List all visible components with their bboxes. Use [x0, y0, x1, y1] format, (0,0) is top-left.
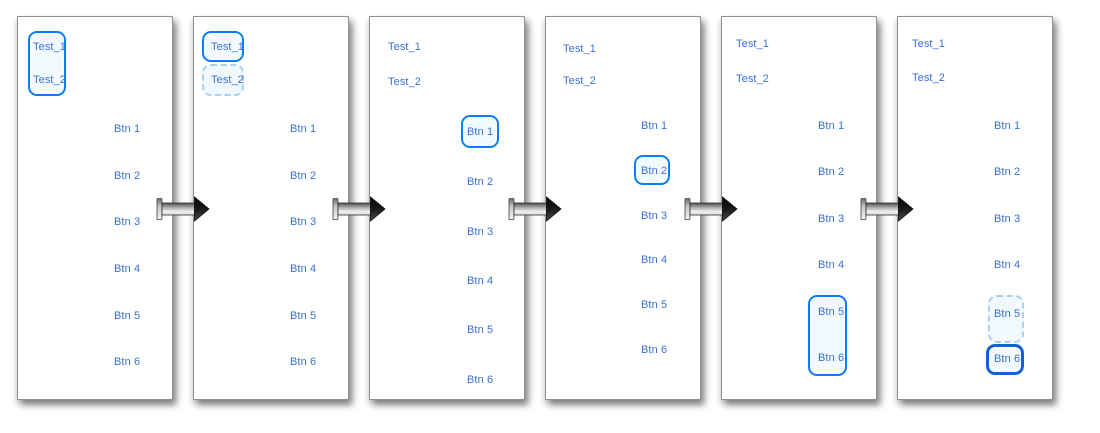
button-label-2: Btn 2 [290, 170, 317, 182]
button-label-1: Btn 1 [290, 123, 317, 135]
button-label-4: Btn 4 [818, 259, 845, 271]
button-label-5: Btn 5 [467, 324, 494, 336]
focus-ring-group-btn5-btn6 [808, 295, 847, 376]
focus-ring-btn6 [986, 344, 1024, 375]
button-label-6: Btn 6 [641, 344, 668, 356]
button-label-6: Btn 6 [467, 374, 494, 386]
button-label-3: Btn 3 [467, 226, 494, 238]
focus-ring-test2-dashed [202, 64, 244, 96]
button-label-1: Btn 1 [818, 120, 845, 132]
screen-panel-5: Test_1 Test_2 Btn 1 Btn 2 Btn 3 Btn 4 Bt… [721, 16, 877, 400]
button-label-6: Btn 6 [290, 356, 317, 368]
button-label-5: Btn 5 [994, 308, 1021, 320]
focus-ring-btn1 [461, 115, 499, 148]
screen-panel-1: Test_1 Test_2 Btn 1 Btn 2 Btn 3 Btn 4 Bt… [17, 16, 173, 400]
focus-ring-test1 [202, 31, 244, 62]
button-label-3: Btn 3 [818, 213, 845, 225]
next-arrow-icon [156, 196, 210, 222]
button-label-5: Btn 5 [818, 306, 845, 318]
button-label-2: Btn 2 [994, 166, 1021, 178]
test-label-1: Test_1 [211, 41, 245, 53]
screen-panel-4: Test_1 Test_2 Btn 1 Btn 2 Btn 3 Btn 4 Bt… [545, 16, 701, 400]
button-label-2: Btn 2 [641, 165, 668, 177]
screen-panel-6: Test_1 Test_2 Btn 1 Btn 2 Btn 3 Btn 4 Bt… [897, 16, 1053, 400]
button-label-5: Btn 5 [114, 310, 141, 322]
test-label-1: Test_1 [33, 41, 67, 53]
button-label-2: Btn 2 [114, 170, 141, 182]
test-label-2: Test_2 [33, 74, 67, 86]
button-label-3: Btn 3 [641, 210, 668, 222]
button-label-5: Btn 5 [641, 299, 668, 311]
button-label-1: Btn 1 [467, 126, 494, 138]
test-label-1: Test_1 [912, 38, 946, 50]
focus-ring-btn5-dashed [988, 295, 1024, 343]
button-label-4: Btn 4 [290, 263, 317, 275]
next-arrow-icon [860, 196, 914, 222]
screen-panel-3: Test_1 Test_2 Btn 1 Btn 2 Btn 3 Btn 4 Bt… [369, 16, 525, 400]
button-label-3: Btn 3 [114, 216, 141, 228]
button-label-3: Btn 3 [994, 213, 1021, 225]
button-label-2: Btn 2 [467, 176, 494, 188]
next-arrow-icon [332, 196, 386, 222]
test-label-1: Test_1 [388, 41, 422, 53]
button-label-1: Btn 1 [994, 120, 1021, 132]
test-label-2: Test_2 [211, 74, 245, 86]
screen-panel-2: Test_1 Test_2 Btn 1 Btn 2 Btn 3 Btn 4 Bt… [193, 16, 349, 400]
button-label-2: Btn 2 [818, 166, 845, 178]
test-label-2: Test_2 [563, 75, 597, 87]
button-label-5: Btn 5 [290, 310, 317, 322]
button-label-1: Btn 1 [641, 120, 668, 132]
test-label-1: Test_1 [563, 43, 597, 55]
focus-ring-group-tests [28, 31, 66, 96]
next-arrow-icon [508, 196, 562, 222]
button-label-4: Btn 4 [641, 254, 668, 266]
button-label-1: Btn 1 [114, 123, 141, 135]
button-label-4: Btn 4 [114, 263, 141, 275]
button-label-6: Btn 6 [994, 353, 1021, 365]
button-label-3: Btn 3 [290, 216, 317, 228]
button-label-4: Btn 4 [467, 275, 494, 287]
test-label-2: Test_2 [912, 72, 946, 84]
button-label-6: Btn 6 [114, 356, 141, 368]
test-label-2: Test_2 [736, 73, 770, 85]
test-label-1: Test_1 [736, 38, 770, 50]
focus-ring-btn2 [634, 155, 670, 185]
button-label-6: Btn 6 [818, 352, 845, 364]
next-arrow-icon [684, 196, 738, 222]
button-label-4: Btn 4 [994, 259, 1021, 271]
test-label-2: Test_2 [388, 76, 422, 88]
